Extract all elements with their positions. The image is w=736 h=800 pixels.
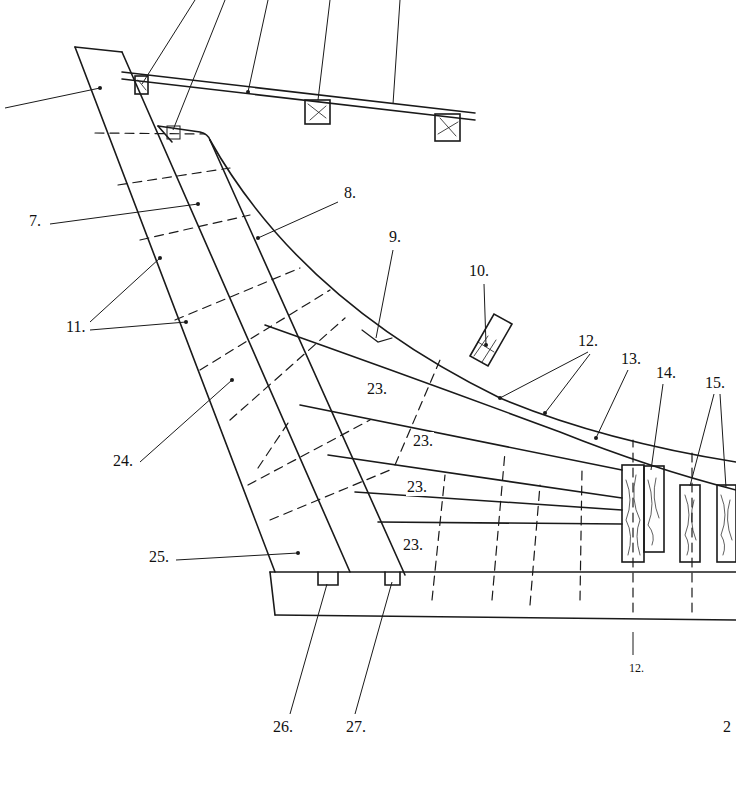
callout-number: 27. <box>345 718 367 736</box>
callout-number: 9. <box>388 228 402 246</box>
callout-number: 14. <box>655 364 677 382</box>
callout-number: 13. <box>620 350 642 368</box>
leader-lines <box>5 0 726 714</box>
callout-number: 26. <box>272 718 294 736</box>
callout-number: 15. <box>704 374 726 392</box>
callout-number: 2 <box>722 718 732 736</box>
callout-number: 23. <box>402 536 424 554</box>
callout-number: 23. <box>366 380 388 398</box>
callout-number: 11. <box>65 318 86 336</box>
callout-number: 7. <box>28 212 42 230</box>
callout-number: 23. <box>406 478 428 496</box>
callout-number: 25. <box>148 548 170 566</box>
callout-number: 12. <box>628 662 645 675</box>
callout-number: 8. <box>343 184 357 202</box>
callout-number: 12. <box>577 332 599 350</box>
callout-number: 10. <box>468 262 490 280</box>
callout-number: 23. <box>412 432 434 450</box>
callout-number: 24. <box>112 452 134 470</box>
